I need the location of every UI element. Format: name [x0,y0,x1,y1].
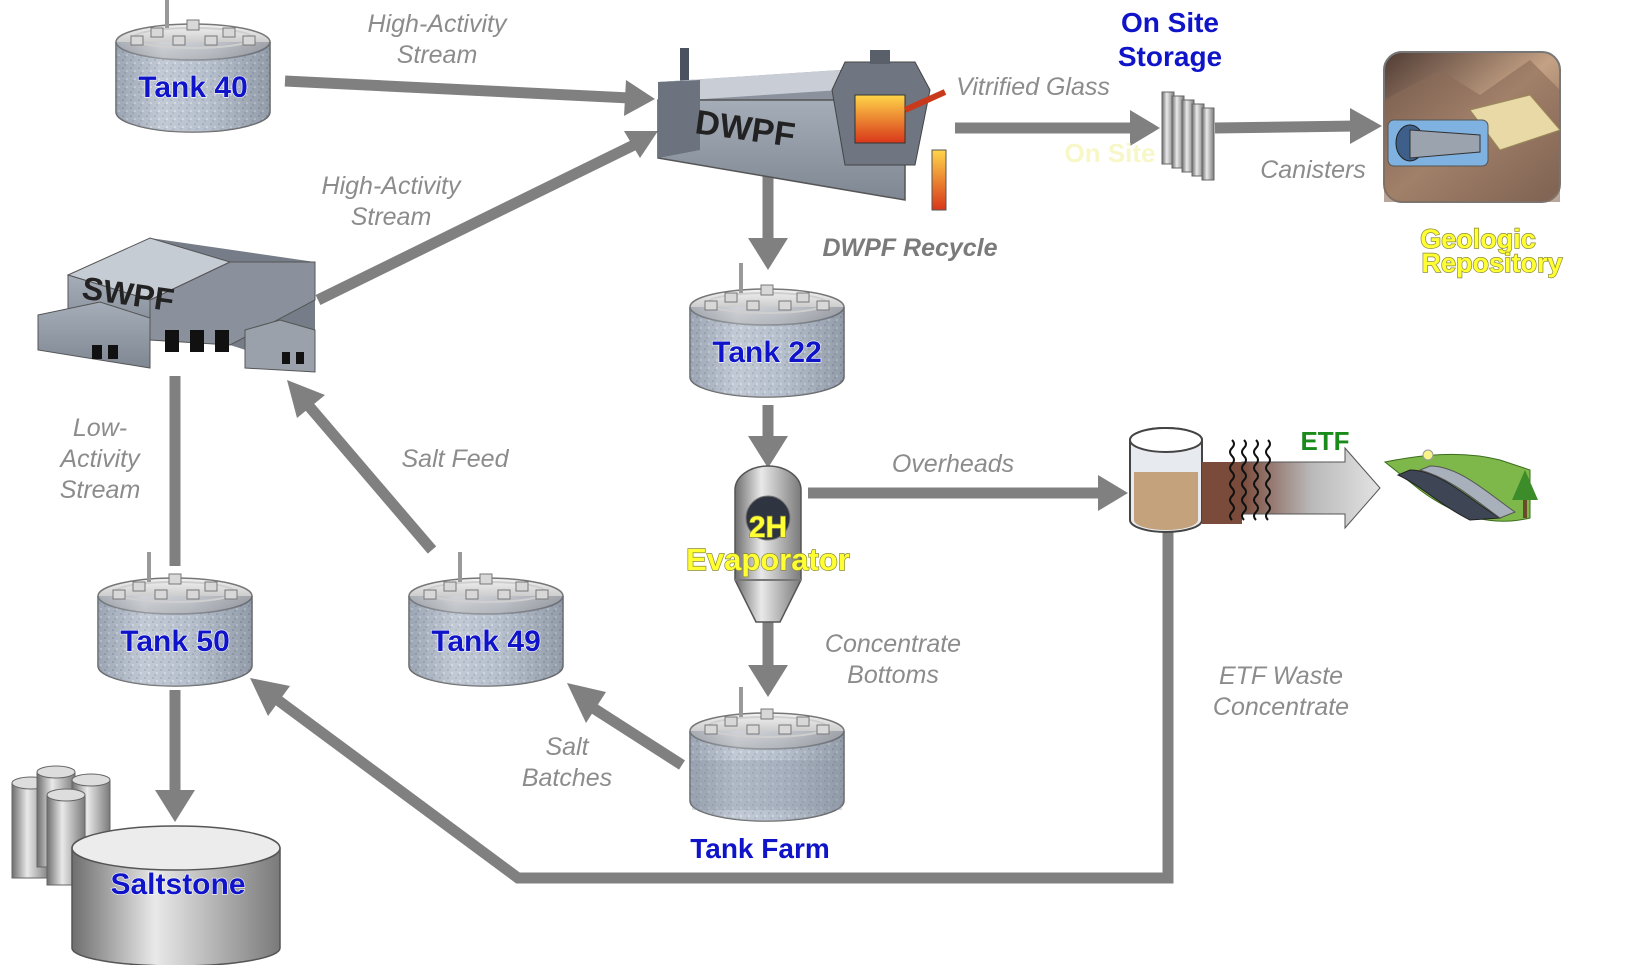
tank-22: Tank 22 [689,262,845,398]
tank-farm-label: Tank Farm [690,833,830,864]
flow-arrows [169,75,1358,884]
swpf-building: SWPF [37,237,316,373]
arrow-tank40-to-dwpf [284,75,631,104]
tank-50-label: Tank 50 [120,625,230,658]
tank-49: Tank 49 [408,551,564,687]
evaporator-label-1: 2H [749,511,787,544]
high-activity-mid-label-2: Stream [351,203,432,231]
salt-batches-label-1: Salt [545,733,589,761]
saltstone-label: Saltstone [110,868,245,901]
tank-40-label: Tank 40 [138,71,248,104]
flow-labels: High-Activity Stream High-Activity Strea… [58,10,1365,792]
on-site-ghost-label: On Site [1064,138,1155,168]
on-site-storage-label-2: Storage [1118,41,1222,72]
tank-49-label: Tank 49 [431,625,541,658]
geologic-label-2: Repository [1421,248,1562,278]
low-activity-label-2: Activity [58,445,141,473]
canisters-label: Canisters [1260,156,1366,184]
vitrified-glass-label: Vitrified Glass [956,73,1110,101]
arrow-tankfarm-to-tank49 [587,701,685,770]
etf-facility: ETF [1129,426,1538,533]
concentrate-bottoms-label-2: Bottoms [847,661,939,689]
etf-label: ETF [1300,426,1349,456]
arrow-storage-to-repository [1214,120,1358,134]
etf-arrow [1241,446,1381,530]
arrow-swpf-to-dwpf [315,137,643,305]
high-activity-mid-label-1: High-Activity [322,172,462,200]
geologic-repository-image [1383,51,1561,203]
tank-50: Tank 50 [97,551,253,687]
concentrate-bottoms-label-1: Concentrate [825,630,961,658]
salt-batches-label-2: Batches [522,764,612,792]
etf-waste-concentrate-label-2: Concentrate [1213,693,1349,721]
evaporator: 2H Evaporator [685,465,851,623]
tank-40: Tank 40 [115,0,271,133]
low-activity-label-1: Low- [73,414,127,442]
on-site-storage-label-1: On Site [1121,7,1219,38]
high-activity-top-label-1: High-Activity [368,10,508,38]
arrow-etf-waste-to-tank50 [271,532,1174,884]
arrow-tank49-to-swpf [303,401,437,554]
tank-22-label: Tank 22 [712,336,822,369]
etf-waste-concentrate-label-1: ETF Waste [1219,662,1343,690]
storage-canisters [1161,91,1215,181]
high-activity-top-label-2: Stream [397,41,478,69]
evaporator-label-2: Evaporator [686,542,850,577]
tank-farm: Tank Farm [689,686,845,864]
arrow-heads [155,80,1382,822]
salt-feed-label: Salt Feed [401,445,509,473]
dwpf-recycle-label: DWPF Recycle [822,234,997,262]
overheads-label: Overheads [892,450,1014,478]
saltstone-facility: Saltstone [11,765,281,965]
geologic-label-1: Geologic [1420,224,1536,254]
dwpf-building: DWPF [657,48,947,211]
low-activity-label-3: Stream [60,476,141,504]
